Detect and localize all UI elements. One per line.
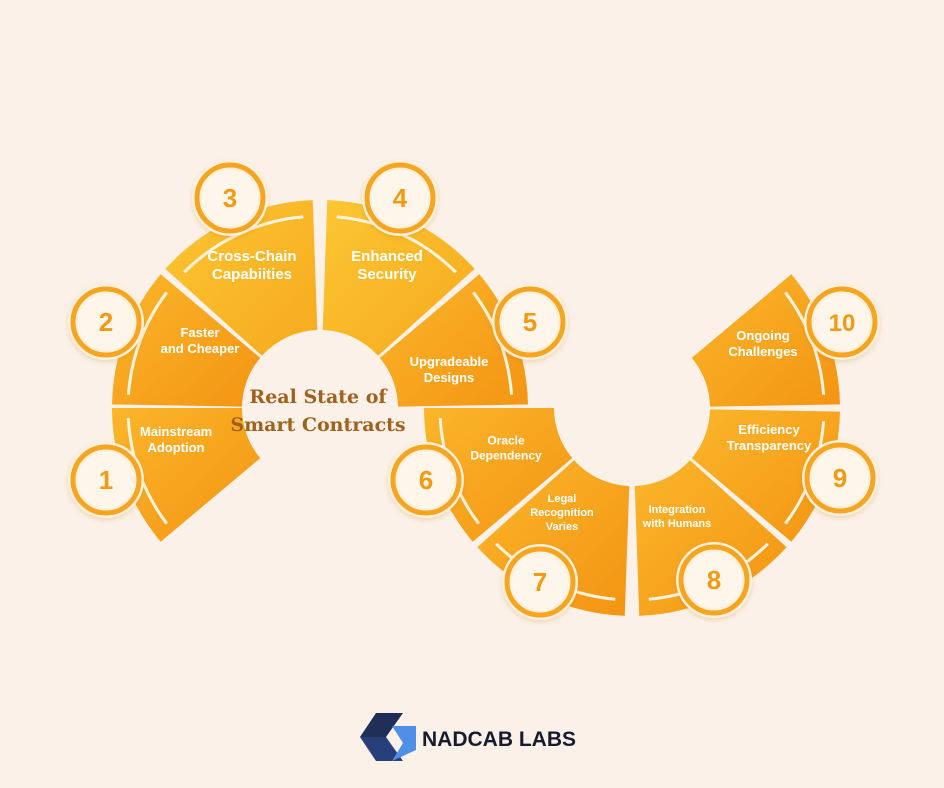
segment-9-label-line: Transparency — [727, 438, 812, 453]
segment-5 — [379, 274, 528, 407]
segment-8-label-line: Integration — [649, 504, 706, 516]
badges-layer: 1 2 3 4 5 6 7 8 9 10 — [68, 160, 880, 620]
number-badge-9-text: 9 — [833, 463, 847, 493]
number-badge-9: 9 — [802, 440, 878, 516]
segment-6 — [424, 408, 573, 542]
center-title-line-1: Real State of — [249, 386, 388, 408]
segment-3-label-line: Cross-Chain — [207, 248, 296, 265]
segment-6-label-line: Dependency — [470, 449, 542, 463]
segment-10 — [691, 274, 840, 407]
segment-2-ring-line — [126, 291, 168, 395]
number-badge-3: 3 — [192, 160, 268, 236]
number-badge-4-text: 4 — [393, 183, 408, 213]
segment-2 — [112, 274, 261, 407]
center-title-line-2: Smart Contracts — [230, 414, 405, 436]
number-badge-1: 1 — [68, 442, 144, 518]
segment-4 — [322, 200, 475, 356]
segment-7-label-line: Recognition — [530, 507, 594, 519]
number-badge-1-text: 1 — [99, 465, 113, 495]
segment-10-label-line: Ongoing — [736, 328, 789, 343]
segment-5-label-line: Upgradeable — [410, 354, 489, 369]
nadcab-logo-icon — [360, 713, 416, 761]
number-badge-5: 5 — [492, 284, 568, 360]
number-badge-2: 2 — [68, 284, 144, 360]
center-title: Real State of Smart Contracts — [230, 386, 405, 436]
segment-1-label-line: Mainstream — [140, 424, 212, 439]
number-badge-7-text: 7 — [533, 567, 547, 597]
segment-3-label-line: Capabiities — [212, 266, 292, 283]
segment-6-label-line: Oracle — [487, 434, 525, 448]
number-badge-8-text: 8 — [707, 565, 721, 595]
number-badge-4: 4 — [362, 160, 438, 236]
segment-9 — [691, 409, 840, 542]
segment-7-label-line: Varies — [546, 521, 578, 533]
number-badge-10: 10 — [804, 284, 880, 360]
segment-4-label-line: Enhanced — [351, 248, 423, 265]
number-badge-3-text: 3 — [223, 183, 237, 213]
segment-8-label: Integration with Humans — [642, 504, 711, 530]
number-badge-8: 8 — [676, 542, 752, 618]
segment-1 — [112, 408, 261, 542]
brand-logo: NADCAB LABS — [360, 713, 576, 761]
segment-7-label-line: Legal — [548, 493, 577, 505]
number-badge-2-text: 2 — [99, 307, 113, 337]
number-badge-6-text: 6 — [419, 465, 433, 495]
segment-9-label-line: Efficiency — [738, 422, 800, 437]
segment-4-label-line: Security — [357, 266, 417, 283]
segment-10-label-line: Challenges — [728, 344, 797, 359]
number-badge-10-text: 10 — [829, 310, 856, 337]
brand-name: NADCAB LABS — [422, 728, 576, 751]
segment-8-label-line: with Humans — [642, 518, 711, 530]
segment-3 — [165, 200, 318, 356]
number-badge-5-text: 5 — [523, 307, 537, 337]
segment-2-label-line: and Cheaper — [161, 341, 240, 356]
segment-5-label-line: Designs — [424, 370, 475, 385]
number-badge-7: 7 — [502, 544, 578, 620]
segment-2-label-line: Faster — [180, 325, 219, 340]
segment-1-label-line: Adoption — [147, 440, 204, 455]
number-badge-6: 6 — [388, 442, 464, 518]
